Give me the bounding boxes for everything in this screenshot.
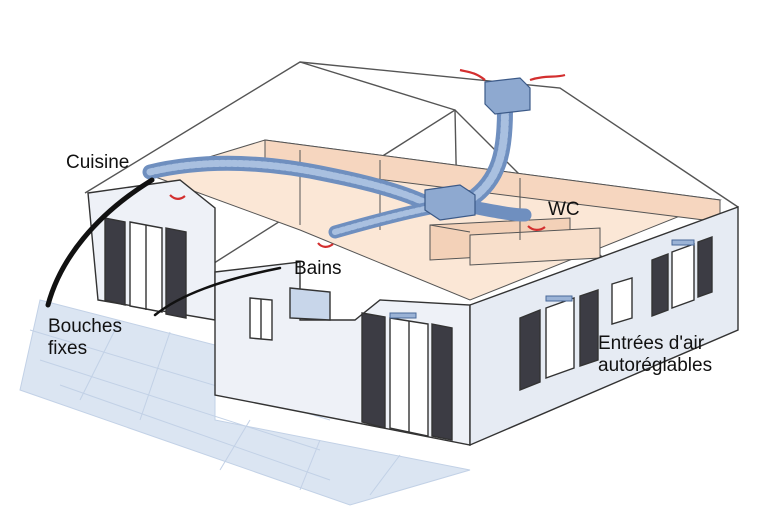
label-bouches-line2: fixes (48, 338, 88, 359)
leader-lines (45, 177, 282, 317)
label-cuisine: Cuisine (66, 152, 130, 173)
airflow-arrows (169, 68, 566, 248)
left-wing (87, 179, 216, 321)
front-wing (214, 261, 471, 446)
vmc-ducts (142, 102, 532, 239)
right-wing (469, 205, 739, 447)
label-wc: WC (548, 199, 580, 220)
vmc-unit (424, 77, 531, 221)
label-entrees-line1: Entrées d'air (598, 333, 705, 354)
air-inlets (389, 239, 695, 319)
label-entrees-line2: autoréglables (598, 355, 713, 376)
label-entrees-air: Entrées d'air autoréglables (598, 333, 712, 377)
label-bouches-fixes: Bouches fixes (48, 316, 122, 360)
label-bains: Bains (294, 258, 342, 279)
label-bouches-line1: Bouches (48, 316, 122, 337)
